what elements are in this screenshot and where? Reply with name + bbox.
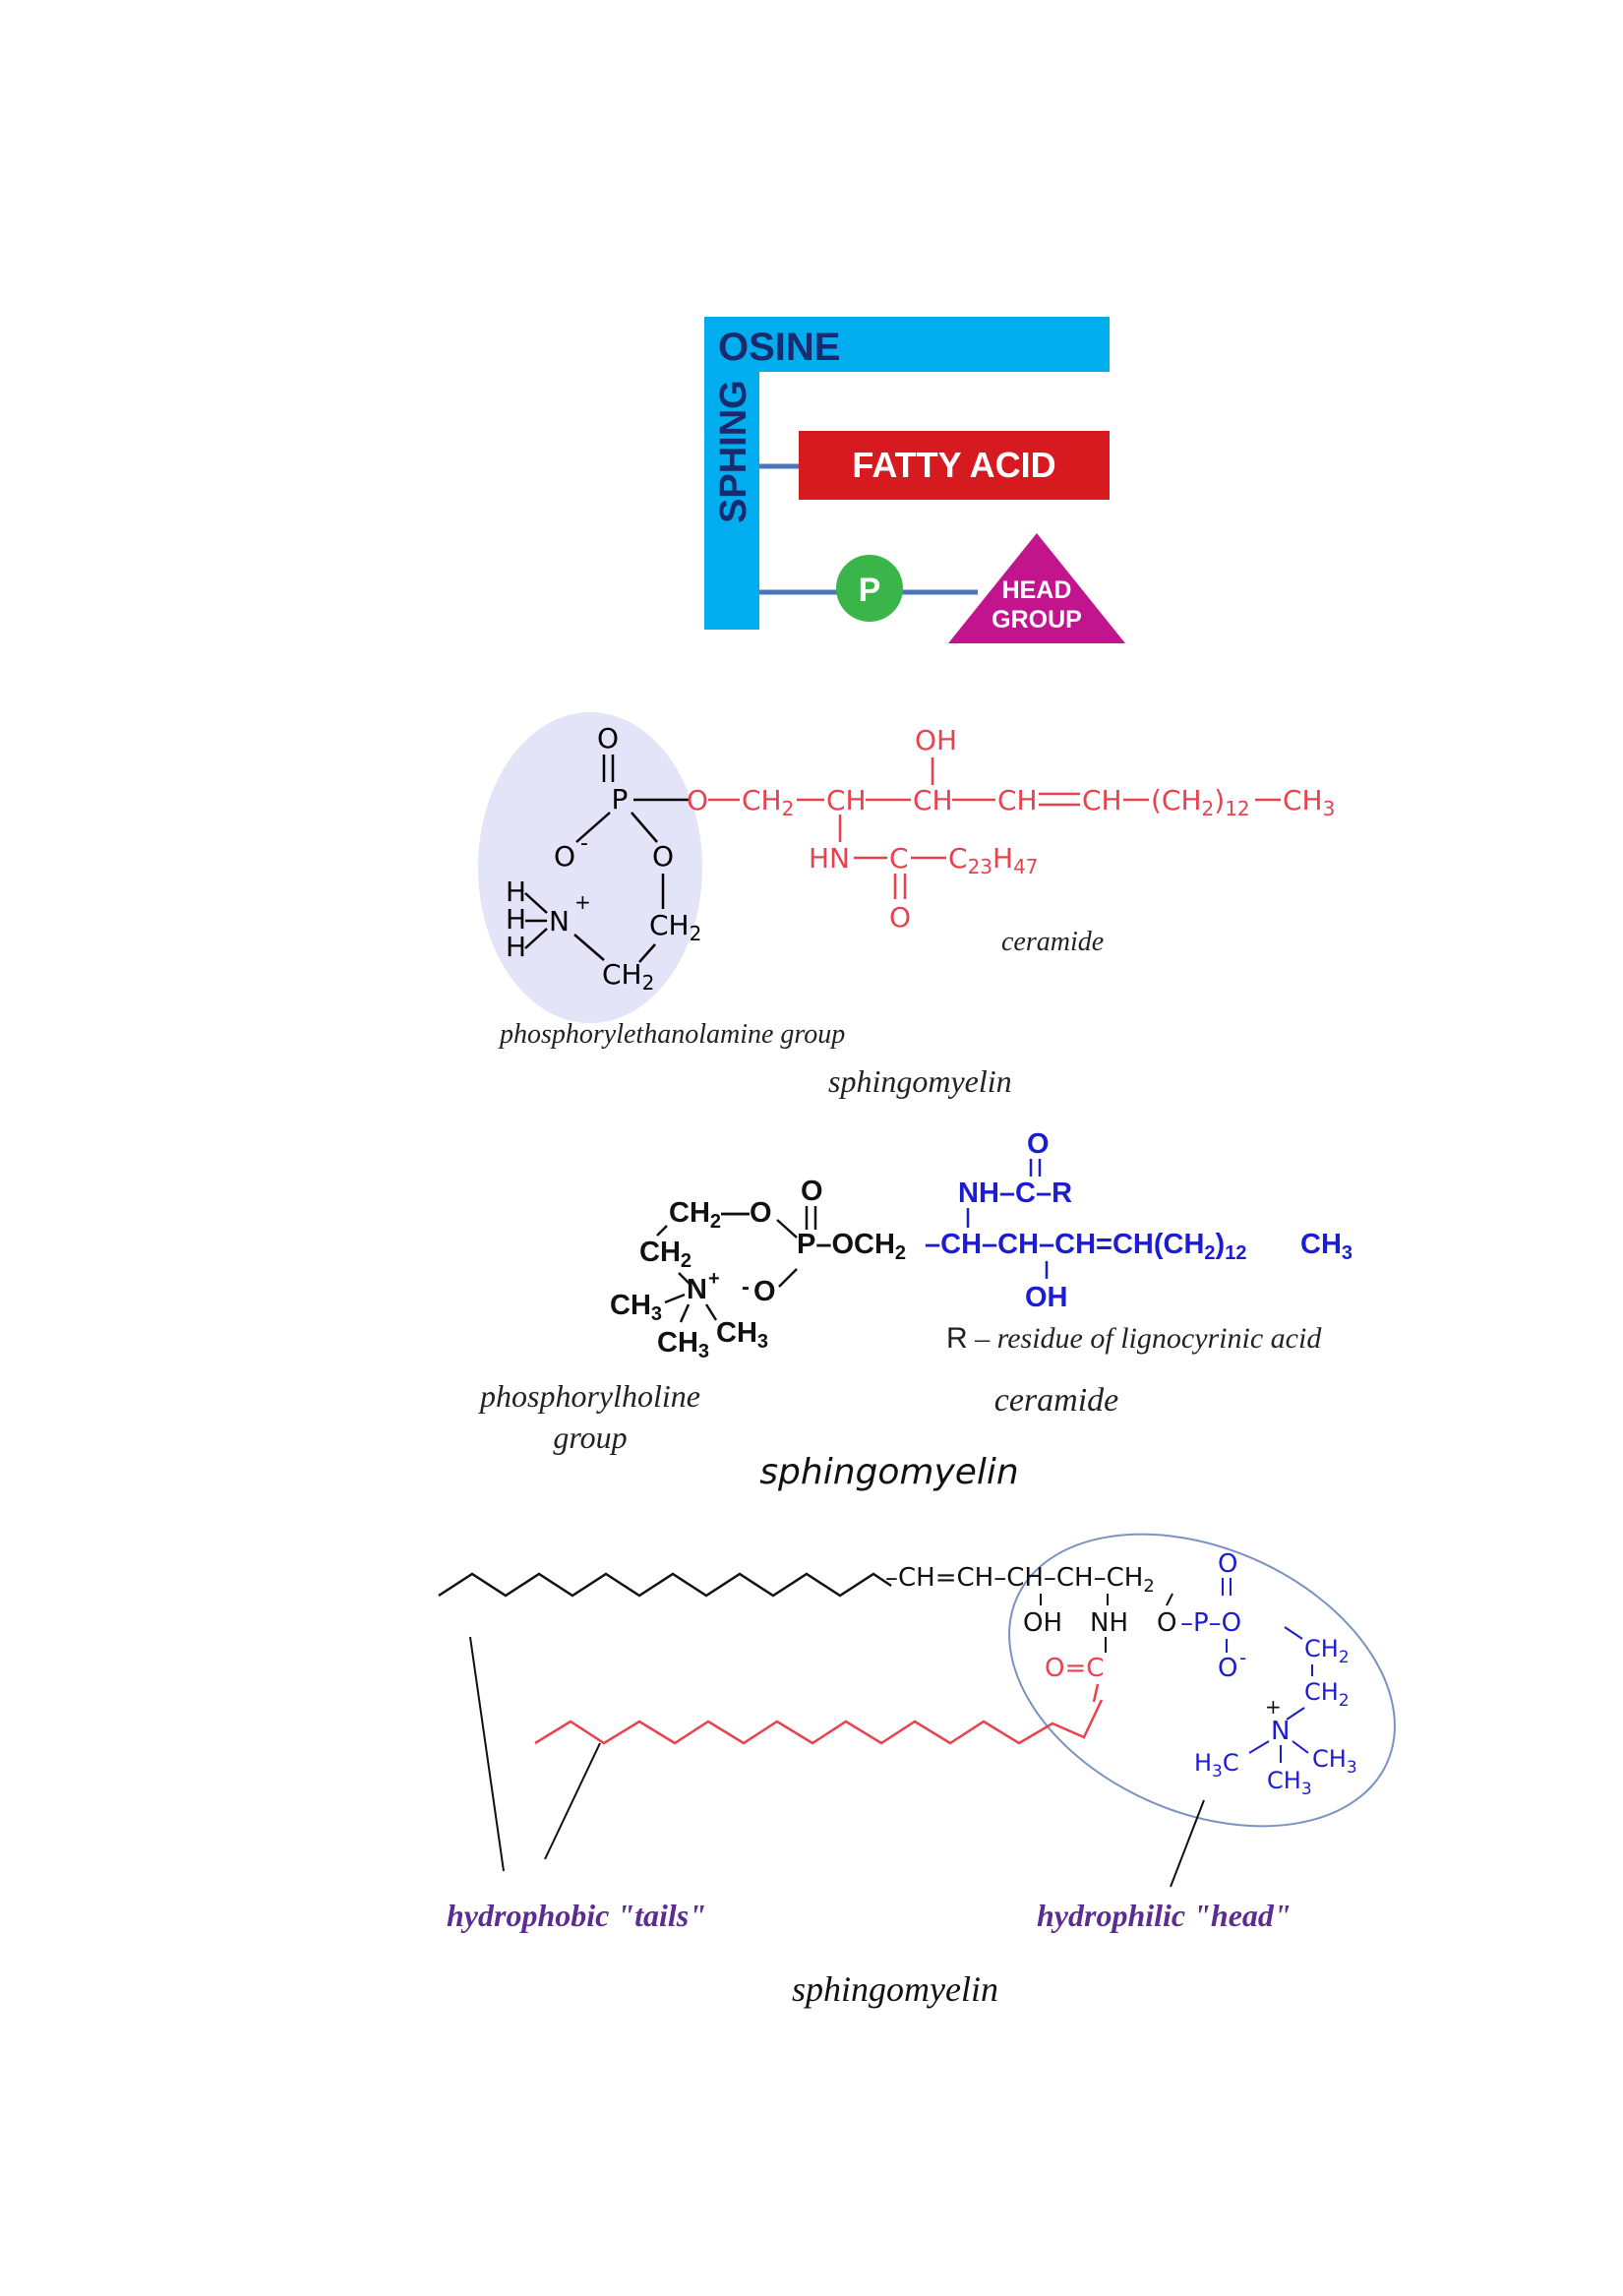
hydroxyl-2: OH (1025, 1282, 1068, 1313)
phosphate-p: –P–O (1180, 1608, 1241, 1638)
choline-group-label-1: phosphorylholine (478, 1378, 700, 1414)
ceramide-chain: O CH2 CH CH OH CH CH (CH2)12 CH3 HN C C2… (687, 724, 1335, 934)
sphingosine-top-bar (704, 317, 1110, 372)
h3c: H3C (1194, 1749, 1239, 1782)
structure-amphipathic: –CH=CH–CH–CH–CH2 OH NH O O=C O –P–O O - … (438, 1533, 1396, 2009)
hydrophilic-head-label: hydrophilic "head" (1037, 1898, 1292, 1933)
head-label-line1: HEAD (1002, 576, 1072, 604)
chain-ch-2: CH (913, 784, 953, 816)
fatty-acid-tail (534, 1699, 1104, 1745)
minus-charge: - (580, 831, 588, 856)
ceramide-label-2: ceramide (994, 1382, 1119, 1419)
head-group-triangle (948, 533, 1125, 643)
ring-oxygen: O (652, 840, 674, 873)
sphing-top-label: OSINE (718, 326, 840, 369)
c23h47: C23H47 (948, 842, 1039, 878)
phosphate-o-minus: O (753, 1276, 776, 1307)
ch3-n: CH3 (610, 1290, 662, 1325)
backbone-o-link: O (1157, 1608, 1176, 1638)
nitrogen-atom: N (549, 905, 570, 937)
chain-ch2: CH2 (742, 784, 794, 820)
ethanolamine-group-label: phosphorylethanolamine group (498, 1019, 845, 1050)
chain-ch-eq2: CH (1082, 784, 1122, 816)
ch3-right: CH3 (1312, 1745, 1357, 1778)
plus-charge: + (574, 890, 591, 914)
hydroxyl-group: OH (915, 724, 957, 756)
amide-carbonyl: O=C (1045, 1654, 1104, 1683)
chain-ch3: CH3 (1283, 784, 1335, 820)
hydrophobic-tails-label: hydrophobic "tails" (447, 1898, 706, 1933)
ch2-right: CH2 (649, 909, 701, 945)
amide-hn: HN (809, 842, 850, 875)
sphingosine-tail (438, 1572, 892, 1598)
sphingomyelin-title-1: sphingomyelin (828, 1063, 1012, 1099)
backbone-chain: –CH=CH–CH–CH–CH2 (885, 1563, 1155, 1597)
structure-phosphorylcholine: CH2—O O CH2 CH3 N + - O CH3 CH3 P–OCH2 –… (478, 1128, 1352, 1492)
choline-nitrogen: N (687, 1274, 707, 1305)
chain-ch3-end: CH3 (1300, 1229, 1352, 1264)
p-chain-start: P–OCH2 (797, 1229, 906, 1264)
head-backbone: –CH=CH–CH–CH–CH2 OH NH O (885, 1563, 1176, 1653)
sphingolipid-schema: OSINE SPHING FATTY ACID P HEAD GROUP (704, 317, 1125, 643)
p-oxygen-top: O (597, 722, 619, 755)
hydrogen-3: H (506, 931, 526, 963)
hydrogen-2: H (506, 903, 526, 936)
ch3-bottom: CH3 (1267, 1767, 1312, 1799)
sphingomyelin-title-3: sphingomyelin (792, 1969, 998, 2009)
phosphate-minus: - (742, 1274, 750, 1300)
head-pointer (1170, 1799, 1205, 1888)
ceramide-chain-2: P–OCH2 –CH–CH–CH=CH(CH2)12 CH3 O NH–C–R … (797, 1128, 1352, 1313)
hydrogen-1: H (506, 876, 526, 908)
chain-ch-1: CH (826, 784, 867, 816)
phosphocholine-head: O –P–O O - CH2 CH2 + N H3C CH3 CH3 (1180, 1549, 1357, 1799)
phosphate-minus-3: - (1239, 1646, 1246, 1669)
ch2-left: CH2 (639, 1237, 691, 1272)
sphingosine-side-bar (704, 317, 759, 630)
ch3-b: CH3 (716, 1317, 768, 1353)
amide-oxygen: O (889, 901, 911, 934)
phosphate-label: P (859, 572, 881, 609)
phosphate-o-top: O (1218, 1549, 1237, 1579)
sphing-side-label: SPHING (713, 380, 754, 523)
ethanolamine-group: O P O - O CH2 H H H N + CH2 (506, 722, 701, 995)
ch2-a: CH2 (1304, 1635, 1350, 1667)
choline-group: CH2—O O CH2 CH3 N + - O CH3 CH3 (610, 1176, 823, 1362)
choline-n: N (1271, 1717, 1290, 1746)
phosphate-circle (836, 555, 903, 622)
head-outline-ellipse (1008, 1533, 1396, 1828)
tails-pointer-2 (544, 1742, 601, 1860)
ceramide-label-1: ceramide (1001, 927, 1104, 957)
phosphorus-atom: P (612, 783, 629, 816)
head-label-line2: GROUP (992, 606, 1082, 634)
structure-phosphorylethanolamine: O P O - O CH2 H H H N + CH2 O (478, 712, 1335, 1099)
ch3-a: CH3 (657, 1327, 709, 1362)
nh-c-r: NH–C–R (958, 1178, 1072, 1209)
chain-oxygen: O (687, 784, 708, 816)
fatty-acid-box (799, 431, 1110, 500)
ch2-bottom: CH2 (602, 958, 654, 995)
sphingomyelin-title-2: sphingomyelin (759, 1452, 1018, 1492)
choline-plus: + (708, 1268, 720, 1290)
amide-carbon: C (889, 842, 909, 875)
r-residue-label: R – residue of lignocyrinic acid (946, 1322, 1322, 1355)
carbonyl-oxygen: O (1027, 1128, 1050, 1160)
backbone-oh: OH (1023, 1608, 1062, 1638)
fatty-acid-label: FATTY ACID (852, 445, 1055, 485)
backbone-nh: NH (1090, 1608, 1128, 1638)
chain-ch2-12: (CH2)12 (1151, 784, 1250, 820)
head-highlight-ellipse (478, 712, 702, 1023)
chain-body: –CH–CH–CH=CH(CH2)12 (925, 1229, 1246, 1264)
ch2-b: CH2 (1304, 1678, 1350, 1711)
choline-group-label-2: group (553, 1420, 627, 1455)
ch2-o-top: CH2—O (669, 1197, 772, 1233)
oxygen-minus: O (554, 840, 575, 873)
choline-plus-3: + (1265, 1695, 1282, 1719)
chain-ch-eq1: CH (997, 784, 1038, 816)
p-oxygen-top: O (801, 1176, 823, 1207)
tails-pointer-1 (469, 1636, 505, 1872)
phosphate-o-bottom: O (1218, 1654, 1237, 1683)
